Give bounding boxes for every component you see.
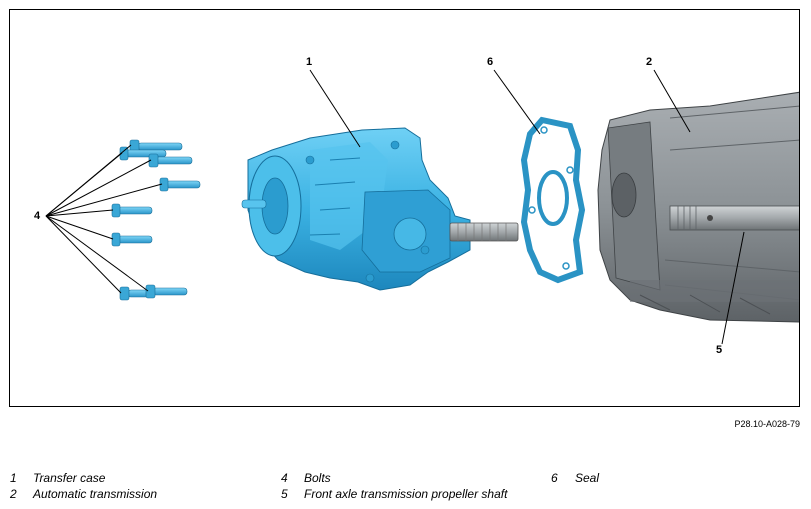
bolts-group: [111, 139, 201, 301]
callout-4: 4: [34, 210, 41, 222]
legend-number: 6: [551, 471, 558, 485]
callout-1: 1: [306, 56, 313, 68]
legend-text: Transfer case: [33, 471, 106, 485]
legend-number: 5: [281, 487, 288, 501]
legend-number: 1: [10, 471, 17, 485]
legend-number: 2: [10, 487, 17, 501]
callout-6: 6: [487, 56, 494, 68]
leader-line-6: [493, 69, 541, 135]
bolt: [145, 284, 188, 299]
callout-5: 5: [716, 344, 723, 356]
legend-text: Front axle transmission propeller shaft: [304, 487, 508, 501]
leader-lines-4: [45, 144, 163, 294]
bolt: [111, 203, 153, 218]
legend-number: 4: [281, 471, 288, 485]
figure-reference: P28.10-A028-79: [734, 419, 800, 429]
leader-line-2: [653, 69, 691, 133]
leader-line-5: [721, 231, 745, 345]
automatic-transmission: [597, 91, 799, 323]
seal: [520, 116, 586, 284]
leader-line-1: [309, 69, 361, 148]
bolt: [148, 153, 193, 168]
callout-2: 2: [646, 56, 653, 68]
legend-text: Seal: [575, 471, 600, 485]
bolt: [159, 177, 201, 192]
legend-text: Bolts: [304, 471, 331, 485]
exploded-view-illustration: [45, 69, 799, 345]
legend-text: Automatic transmission: [33, 487, 158, 501]
transfer-case: [241, 127, 519, 291]
diagram-frame: 1 6 2 4 5: [9, 9, 800, 407]
bolt: [111, 232, 153, 247]
